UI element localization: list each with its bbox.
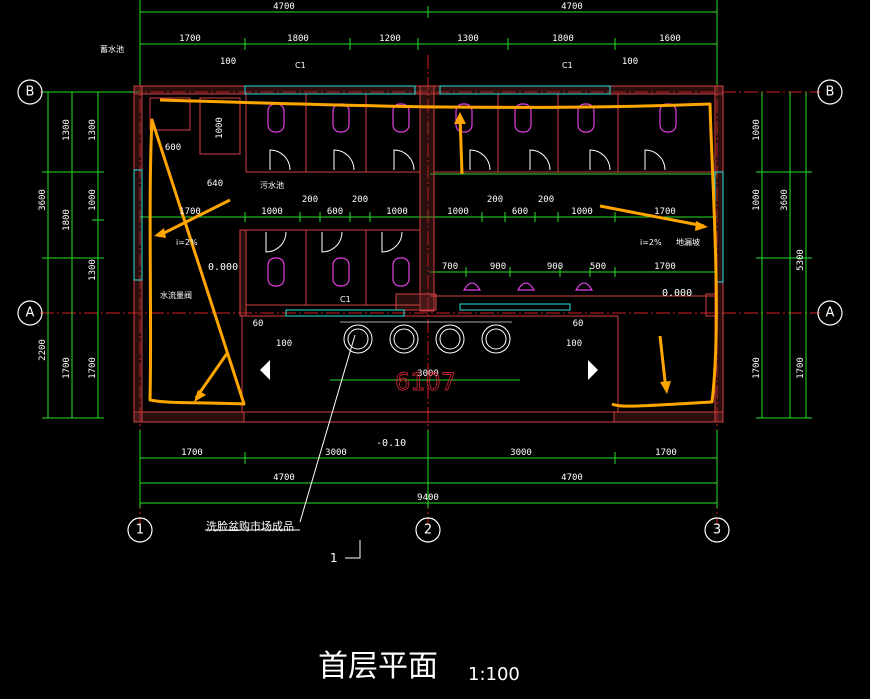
level-inside-right: 0.000 [662,288,692,299]
dim-right-outer: 3600 [780,189,790,211]
dim-bottom-half: 4700 [561,473,583,483]
dim-misc: 100 [276,339,292,349]
dim-right-inner: 1000 [752,119,762,141]
dim-mid: 1000 [571,207,593,217]
markup-arrowheads [154,112,708,402]
dim-mid: 1000 [386,207,408,217]
axis-label-2: 2 [424,523,432,538]
axis-label-b-right: B [826,85,835,100]
markup-annotation [148,98,718,408]
label-slope-right: i=2% [640,238,662,247]
axis-bubbles [17,79,843,543]
dim-misc: 60 [573,319,584,329]
view-number: 1 [330,551,338,565]
dim-top-small: 100 [622,57,638,67]
dim-right-inner: 1700 [752,357,762,379]
dim-top-detail: 1800 [287,34,309,44]
dim-top-detail: 1700 [179,34,201,44]
axis-label-a-right: A [826,306,835,321]
callout-leader [299,334,356,523]
dim-mid: 200 [538,195,554,205]
dim-bottom-detail: 3000 [510,448,532,458]
dim-top-detail: 1600 [659,34,681,44]
dim-top-detail: 1800 [552,34,574,44]
dim-bottom-total: 9400 [417,493,439,503]
dim-mid: 1000 [261,207,283,217]
level-outside: -0.10 [376,438,406,449]
dim-mid: 200 [302,195,318,205]
dim-right-inner: 1000 [752,189,762,211]
dim-sink-width: 3000 [417,369,439,379]
axis-label-3: 3 [713,523,721,538]
axis-label-a-left: A [26,306,35,321]
label-pipe: 水流量阀 [160,290,192,300]
dim-misc: 600 [165,143,181,153]
dim-misc: 60 [253,319,264,329]
label-reservoir: 蓄水池 [100,44,124,54]
dim-mid: 500 [590,262,606,272]
dim-top-detail: 1200 [379,34,401,44]
dim-top-overall: 4700 [273,2,295,12]
walls [133,85,724,423]
dim-bottom-half: 4700 [273,473,295,483]
dim-left-inner: 1300 [88,119,98,141]
drawing-scale: 1:100 [468,664,520,685]
dim-bottom-detail: 1700 [181,448,203,458]
dim-mid: 1700 [654,262,676,272]
axis-label-1: 1 [136,523,144,538]
axis-label-b-left: B [26,85,35,100]
dim-bottom-detail: 1700 [655,448,677,458]
dim-bottom-detail: 3000 [325,448,347,458]
dim-misc: 640 [207,179,223,189]
dim-left-outer: 3600 [38,189,48,211]
drawing-title: 首层平面 [318,649,438,684]
dimension-lines [42,0,812,508]
dim-mid: 1000 [447,207,469,217]
fixtures [260,103,677,380]
dim-mid: 200 [352,195,368,205]
label-drain-right: 地漏坡 [676,237,700,247]
label-window: C1 [295,61,306,70]
dim-misc: 1000 [215,117,225,139]
dim-misc: 100 [566,339,582,349]
dim-mid: 200 [487,195,503,205]
dim-right-outer: 5300 [796,249,806,271]
dim-left-inner: 1300 [88,259,98,281]
dim-mid: 900 [547,262,563,272]
level-inside-left: 0.000 [208,262,238,273]
dim-left-mid: 1700 [62,357,72,379]
annotation-6107: 6107 [395,368,456,396]
dim-mid: 1700 [654,207,676,217]
dim-left-inner: 1700 [88,357,98,379]
view-number-bracket [345,540,361,559]
dim-mid: 600 [327,207,343,217]
dim-top-detail: 1300 [457,34,479,44]
label-window: C1 [340,295,351,304]
dim-right-outer: 1700 [796,357,806,379]
dim-left-inner: 1000 [88,189,98,211]
callout-text: 洗脸盆购市场成品 [206,519,294,533]
dim-left-mid: 1300 [62,119,72,141]
dim-left-mid: 1800 [62,209,72,231]
dim-top-overall: 4700 [561,2,583,12]
label-window: C1 [562,61,573,70]
dim-mid: 1700 [179,207,201,217]
dim-mid: 600 [512,207,528,217]
label-slope-left: i=2% [176,238,198,247]
label-sewage-tank: 污水池 [260,180,284,190]
dim-top-small: 100 [220,57,236,67]
dim-mid: 900 [490,262,506,272]
dim-mid: 700 [442,262,458,272]
dim-left-outer: 2200 [38,339,48,361]
